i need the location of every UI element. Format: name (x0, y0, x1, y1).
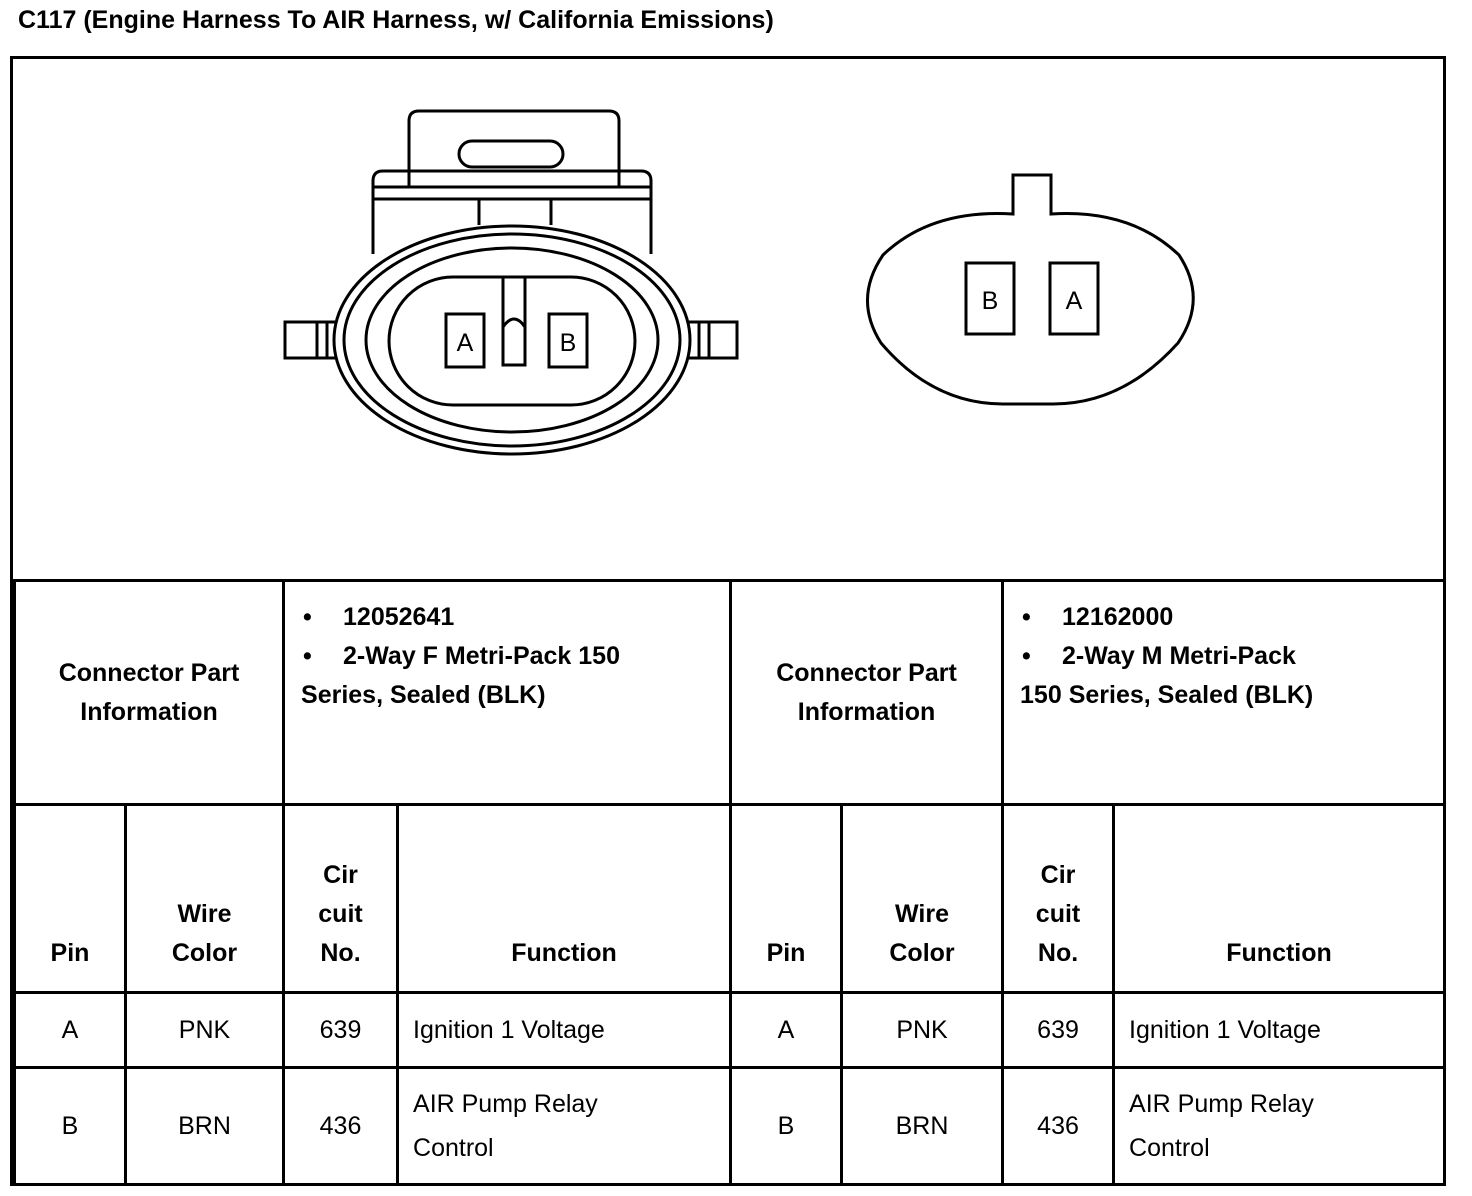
circuit-cell: 639 (1001, 991, 1116, 1069)
pin-cell: A (729, 991, 844, 1069)
page-title: C117 (Engine Harness To AIR Harness, w/ … (18, 6, 774, 34)
female-pin-b-label: B (560, 329, 577, 357)
circuit-cell: 436 (282, 1066, 400, 1186)
table-row: A PNK 639 Ignition 1 Voltage A PNK 639 I… (13, 991, 1447, 1069)
header-function: Function (396, 803, 733, 994)
circuit-cell: 436 (1001, 1066, 1116, 1186)
wire-color-cell: PNK (123, 991, 286, 1069)
pin-cell: B (13, 1066, 127, 1186)
right-part-description-cont: 150 Series, Sealed (BLK) (1020, 681, 1314, 709)
circuit-cell: 639 (282, 991, 400, 1069)
part-info-row: Connector Part Information •12052641 •2-… (12, 579, 1447, 806)
function-cell: Ignition 1 Voltage (396, 991, 733, 1069)
connector-diagram: A B B A (283, 109, 1195, 456)
left-part-description-cont: Series, Sealed (BLK) (301, 681, 546, 709)
pin-cell: A (13, 991, 127, 1069)
wire-color-cell: PNK (840, 991, 1005, 1069)
header-pin: Pin (13, 803, 127, 994)
left-part-description: 2-Way F Metri-Pack 150 (343, 642, 620, 670)
connector-frame: A B B A Connector Part Information •1205… (10, 56, 1447, 1186)
right-part-label: Connector Part Information (729, 579, 1005, 806)
wire-color-cell: BRN (840, 1066, 1005, 1186)
male-connector-drawing (866, 173, 1195, 406)
left-part-info: •12052641 •2-Way F Metri-Pack 150 Series… (282, 579, 733, 806)
left-part-label: Connector Part Information (12, 579, 286, 806)
male-pin-a-label: A (1066, 287, 1083, 315)
left-part-number: 12052641 (343, 603, 455, 631)
female-connector-drawing (283, 109, 739, 456)
pin-cell: B (729, 1066, 844, 1186)
right-part-info: •12162000 •2-Way M Metri-Pack 150 Series… (1001, 579, 1447, 806)
header-pin: Pin (729, 803, 844, 994)
function-cell: Ignition 1 Voltage (1112, 991, 1447, 1069)
connector-pinout-table: Connector Part Information •12052641 •2-… (12, 579, 1447, 1186)
header-function: Function (1112, 803, 1447, 994)
right-part-number: 12162000 (1062, 603, 1174, 631)
female-pin-a-label: A (457, 329, 474, 357)
wire-color-cell: BRN (123, 1066, 286, 1186)
right-part-description: 2-Way M Metri-Pack (1062, 642, 1296, 670)
male-pin-b-label: B (982, 287, 999, 315)
